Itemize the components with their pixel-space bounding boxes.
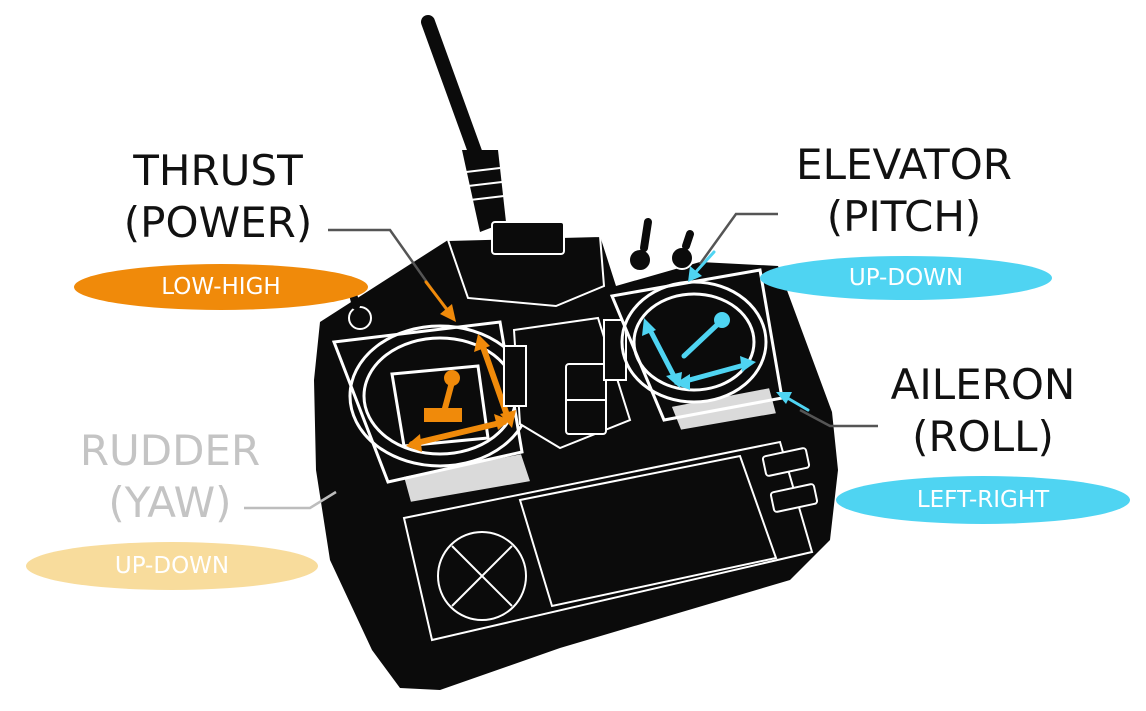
elevator-label: ELEVATOR (PITCH)	[782, 144, 1026, 238]
aileron-direction: LEFT-RIGHT	[916, 487, 1050, 513]
elevator-direction: UP-DOWN	[848, 265, 964, 291]
pitch-roll-stick-arrows	[642, 312, 756, 390]
toggle-switches	[348, 218, 694, 330]
thrust-subname: (POWER)	[123, 198, 313, 247]
aileron-direction-pill: LEFT-RIGHT	[836, 476, 1130, 524]
thrust-direction-pill: LOW-HIGH	[74, 264, 368, 310]
aileron-name: AILERON	[890, 360, 1076, 409]
thrust-direction: LOW-HIGH	[161, 274, 281, 300]
aileron-subname: (ROLL)	[912, 412, 1054, 461]
rudder-subname: (YAW)	[108, 478, 232, 527]
elevator-direction-pill: UP-DOWN	[760, 256, 1052, 300]
elevator-subname: (PITCH)	[826, 192, 982, 241]
rudder-direction: UP-DOWN	[114, 553, 230, 579]
left-gimbal	[331, 320, 532, 502]
elevator-name: ELEVATOR	[796, 140, 1012, 189]
rudder-name: RUDDER	[79, 426, 261, 475]
thrust-name: THRUST	[133, 146, 303, 195]
antenna	[421, 15, 506, 232]
top-display	[491, 221, 565, 255]
rudder-label: RUDDER (YAW)	[70, 430, 270, 524]
rudder-direction-pill: UP-DOWN	[26, 542, 318, 590]
lower-panel	[402, 440, 819, 642]
aileron-label: AILERON (ROLL)	[880, 364, 1086, 458]
thrust-label: THRUST (POWER)	[118, 150, 318, 244]
center-controls	[503, 316, 632, 450]
